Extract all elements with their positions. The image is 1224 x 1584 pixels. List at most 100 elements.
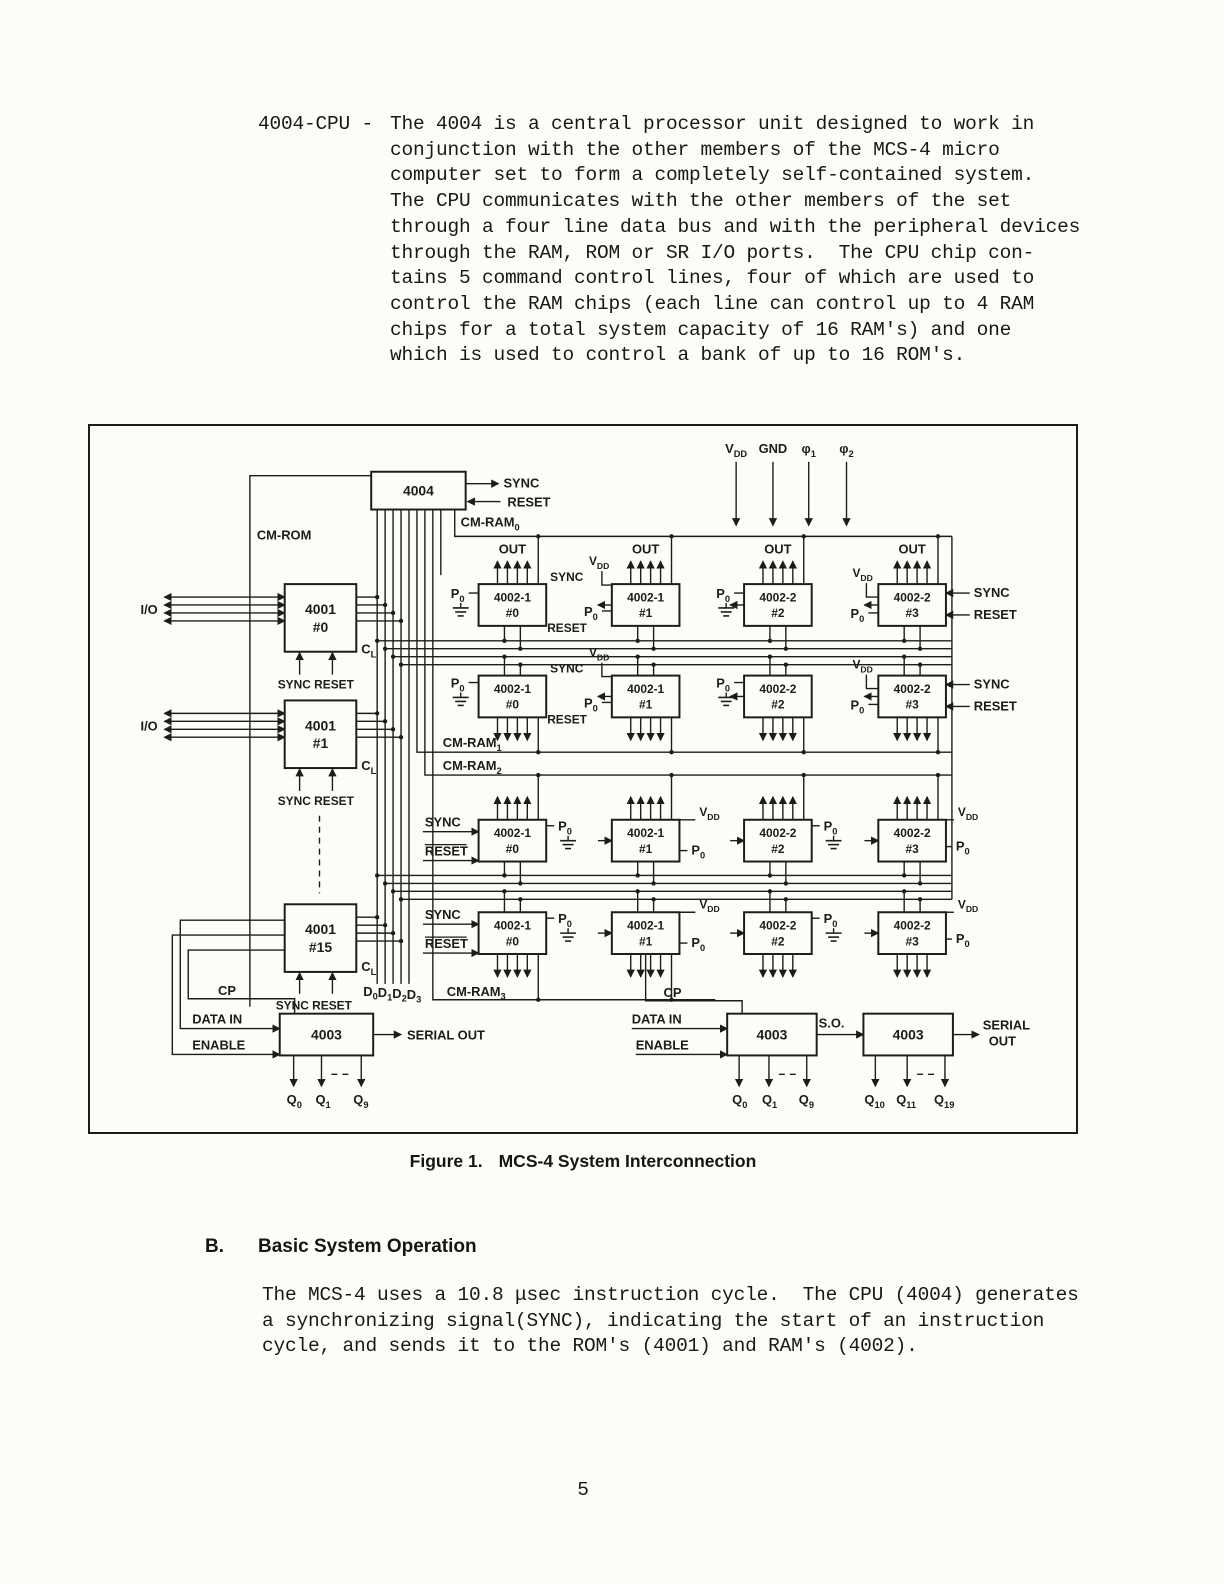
junction-dot — [783, 646, 789, 651]
signal-label: I/O — [141, 602, 158, 617]
signal-label: P0 — [584, 604, 598, 622]
chip-label: #2 — [771, 698, 785, 712]
chip-label: 4002-2 — [759, 918, 796, 932]
signal-label: P0 — [824, 911, 838, 929]
signal-label: P0 — [691, 843, 705, 861]
signal-label: SYNC — [425, 907, 461, 922]
signal-label: P0 — [956, 931, 970, 949]
signal-label: ENABLE — [192, 1037, 245, 1052]
chip-box — [877, 911, 947, 956]
junction-dot — [502, 638, 507, 643]
signal-label: P0 — [451, 586, 465, 604]
junction-dot — [374, 873, 380, 878]
signal-label: RESET — [547, 621, 587, 635]
junction-dot — [917, 662, 923, 667]
chip-label: 4003 — [311, 1027, 342, 1043]
chip-label: #2 — [771, 934, 785, 948]
chip-box — [477, 911, 548, 956]
signal-label: OUT — [499, 541, 526, 556]
junction-dot — [651, 646, 656, 651]
junction-dot — [382, 719, 388, 724]
junction-dot — [398, 938, 404, 944]
chip-box — [278, 1012, 375, 1057]
signal-label: SYNC — [425, 815, 461, 830]
signal-label: CM-RAM3 — [447, 984, 506, 1002]
signal-label: VDD — [958, 897, 978, 914]
chip-label: 4003 — [893, 1027, 924, 1043]
signal-label: CM-ROM — [257, 527, 311, 542]
signal-label: φ2 — [839, 441, 853, 459]
signal-label: GND — [759, 441, 788, 456]
chip-box — [610, 583, 681, 627]
chip-label: 4002-2 — [894, 918, 931, 932]
signal-label: Q19 — [934, 1092, 954, 1110]
signal-label: I/O — [141, 718, 158, 733]
chip-box — [877, 818, 947, 863]
intro-paragraph: The 4004 is a central processor unit des… — [390, 113, 1081, 367]
chip-label: #2 — [771, 842, 785, 856]
junction-dot — [917, 646, 923, 651]
junction-dot — [390, 610, 396, 616]
chip-label: 4002-2 — [894, 682, 931, 696]
chip-label: #0 — [313, 619, 329, 635]
chip-box — [743, 818, 813, 863]
junction-dot — [935, 772, 941, 778]
wire — [249, 475, 372, 1007]
signal-label: OUT — [899, 541, 926, 556]
junction-dot — [536, 749, 541, 755]
signal-label: SYNC — [974, 585, 1010, 600]
junction-dot — [390, 889, 396, 894]
chip-label: 4002-2 — [759, 826, 796, 840]
signal-label: P0 — [850, 606, 864, 624]
chip-label: 4002-2 — [759, 590, 796, 604]
wire — [601, 662, 612, 678]
junction-dot — [635, 654, 640, 659]
junction-dot — [635, 889, 640, 894]
signal-label: Q1 — [762, 1092, 777, 1110]
chip-label: #2 — [771, 606, 785, 620]
junction-dot — [390, 654, 396, 659]
chip-label: 4001 — [305, 601, 336, 617]
signal-label: RESET — [974, 698, 1017, 713]
signal-label: Q0 — [287, 1092, 302, 1110]
chip-label: 4002-1 — [627, 918, 664, 932]
chip-label: #15 — [309, 939, 332, 955]
junction-dot — [635, 638, 640, 643]
junction-dot — [382, 922, 388, 928]
junction-dot — [398, 662, 404, 667]
signal-label: P0 — [584, 695, 598, 713]
chip-label: 4002-1 — [494, 590, 531, 604]
junction-dot — [901, 873, 907, 878]
section-body-text: The MCS-4 uses a 10.8 μsec instruction c… — [262, 1284, 1079, 1358]
signal-label: DATA IN — [632, 1012, 682, 1027]
signal-label: RESET — [547, 712, 587, 726]
junction-dot — [767, 889, 773, 894]
junction-dot — [935, 534, 941, 539]
signal-label: P0 — [691, 935, 705, 953]
junction-dot — [398, 735, 404, 740]
signal-label: P0 — [716, 676, 730, 694]
signal-label: SYNC — [503, 476, 539, 491]
junction-dot — [502, 654, 507, 659]
chip-box — [477, 818, 548, 863]
chip-label: #3 — [906, 606, 920, 620]
chip-box — [610, 911, 681, 956]
junction-dot — [398, 618, 404, 624]
signal-label: φ1 — [802, 441, 816, 459]
signal-label: SYNC RESET — [276, 999, 353, 1013]
junction-dot — [374, 638, 380, 643]
chip-label: #0 — [506, 698, 520, 712]
chip-label: #3 — [906, 698, 920, 712]
signal-label: SYNC — [550, 570, 584, 584]
page-number: 5 — [577, 1479, 589, 1501]
chip-box — [610, 674, 681, 719]
signal-label: D0D1D2D3 — [363, 984, 421, 1005]
signal-label: Q1 — [316, 1092, 331, 1110]
chip-box — [283, 903, 358, 973]
figure-caption: Figure 1.MCS-4 System Interconnection — [88, 1151, 1078, 1172]
chip-label: #1 — [639, 842, 653, 856]
section-heading: B.Basic System Operation — [205, 1236, 477, 1258]
signal-label: ENABLE — [636, 1037, 689, 1052]
